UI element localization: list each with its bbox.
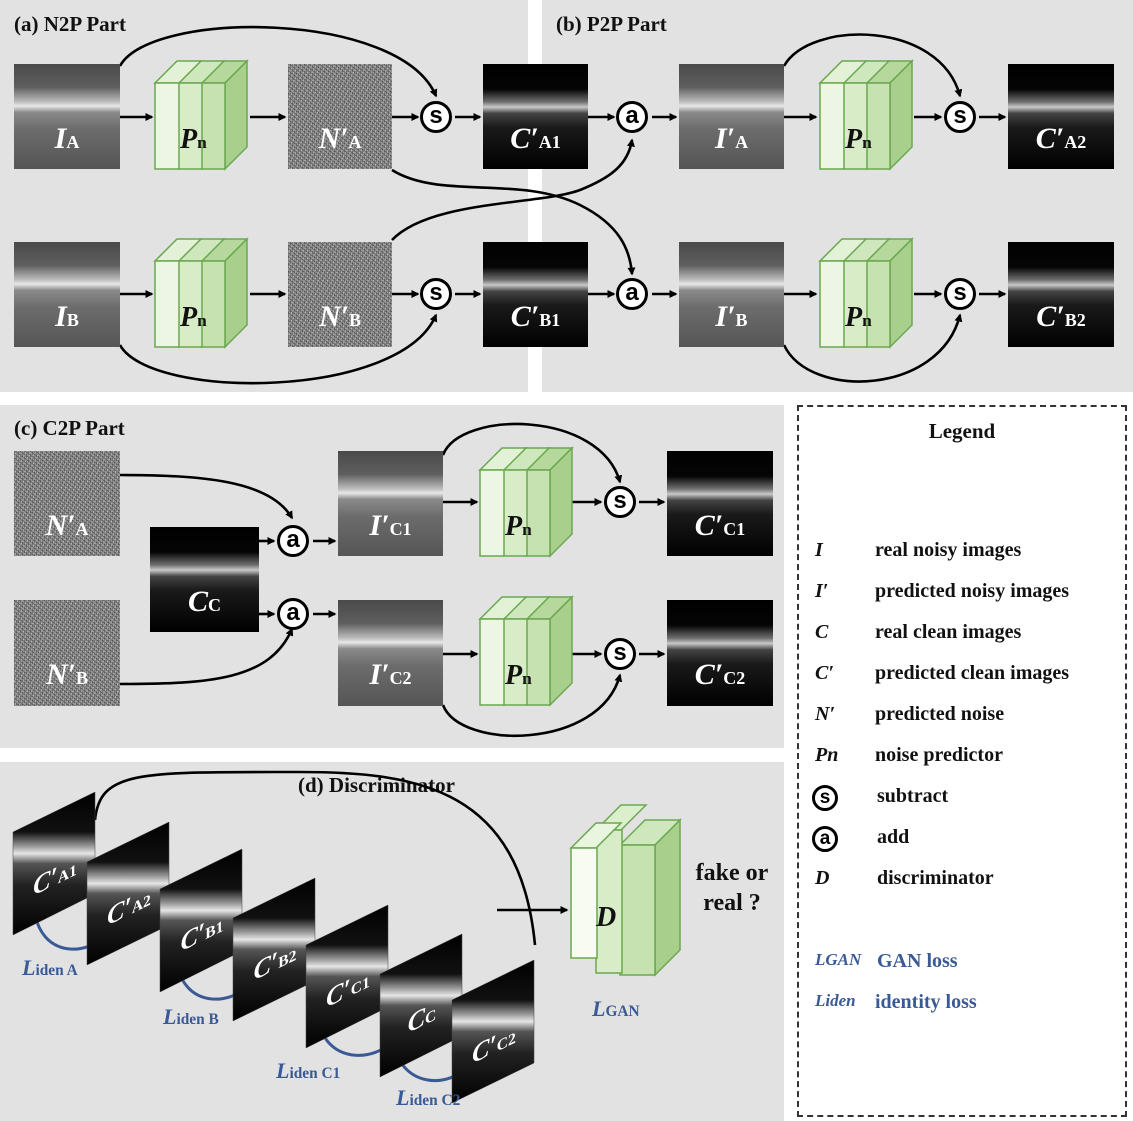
image-IB: IB	[14, 242, 120, 347]
pn-label: Pn	[505, 660, 532, 691]
loss-iden-a-label: Liden A	[22, 955, 78, 980]
loss-gan-label: LGAN	[592, 996, 640, 1021]
legend-symbol: C′	[815, 662, 834, 684]
fake-or-real-label: fake or real ?	[695, 860, 769, 916]
legend-text: predicted noise	[875, 703, 1005, 725]
legend-text: subtract	[877, 785, 949, 807]
add-icon: a	[812, 826, 838, 852]
image-IC2: I′C2	[338, 600, 443, 706]
loss-iden-b-label: Liden B	[163, 1004, 219, 1029]
pn-label: Pn	[845, 302, 872, 333]
image-NA: N′A	[288, 64, 392, 169]
pn-label: Pn	[845, 124, 872, 155]
subtract-icon: s	[944, 278, 976, 310]
image-CA1: C′A1	[483, 64, 588, 169]
legend-symbol: LGAN	[815, 950, 862, 969]
legend-symbol: D	[815, 867, 830, 889]
legend-symbol: I	[815, 539, 823, 561]
image-NA-c2p: N′A	[14, 451, 120, 556]
subtract-icon: s	[604, 486, 636, 518]
add-icon: a	[616, 101, 648, 133]
legend-symbol: Liden	[815, 991, 856, 1010]
image-NB-c2p: N′B	[14, 600, 120, 706]
legend-text: identity loss	[875, 991, 977, 1013]
image-IA: IA	[14, 64, 120, 169]
legend-text: add	[877, 826, 910, 848]
legend-text: GAN loss	[877, 950, 958, 972]
legend-text: noise predictor	[875, 744, 1003, 766]
legend-text: real clean images	[875, 621, 1022, 643]
panel-title-c2p: (c) C2P Part	[14, 416, 125, 440]
legend-text: predicted clean images	[875, 662, 1070, 684]
image-IpB: I′B	[679, 242, 784, 347]
subtract-icon: s	[812, 785, 838, 811]
add-icon: a	[616, 278, 648, 310]
panel-title-p2p: (b) P2P Part	[556, 12, 667, 36]
subtract-icon: s	[420, 278, 452, 310]
subtract-icon: s	[604, 638, 636, 670]
subtract-icon: s	[944, 101, 976, 133]
subtract-icon: s	[420, 101, 452, 133]
pn-label: Pn	[180, 302, 207, 333]
add-icon: a	[277, 598, 309, 630]
legend-box: Legend I real noisy images I′ predicted …	[797, 405, 1127, 1117]
image-CA2: C′A2	[1008, 64, 1114, 169]
legend-text: predicted noisy images	[875, 580, 1070, 602]
legend-title: Legend	[928, 419, 996, 443]
add-icon: a	[277, 525, 309, 557]
legend-text: real noisy images	[875, 539, 1022, 561]
legend-text: discriminator	[877, 867, 994, 889]
panel-title-n2p: (a) N2P Part	[14, 12, 126, 36]
pn-label: Pn	[180, 124, 207, 155]
image-CB2: C′B2	[1008, 242, 1114, 347]
loss-iden-c1-label: Liden C1	[276, 1058, 341, 1083]
pn-label: Pn	[505, 511, 532, 542]
image-CB1: C′B1	[483, 242, 588, 347]
legend-symbol: C	[815, 621, 829, 643]
legend-symbol: I′	[815, 580, 829, 602]
discriminator-label: D	[596, 902, 617, 933]
legend-symbol: Pn	[815, 744, 839, 766]
image-IC1: I′C1	[338, 451, 443, 556]
image-CC2: C′C2	[667, 600, 773, 706]
image-CC1: C′C1	[667, 451, 773, 556]
image-NB: N′B	[288, 242, 392, 347]
image-CC: CC	[150, 527, 259, 632]
legend-symbol: N′	[815, 703, 836, 725]
loss-iden-c2-label: Liden C2	[396, 1085, 461, 1110]
image-IpA: I′A	[679, 64, 784, 169]
